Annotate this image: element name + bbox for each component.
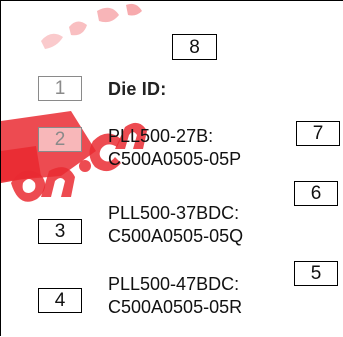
- die-id-part-1: PLL500-27B:: [108, 126, 214, 146]
- die-id-code-2: C500A0505-05Q: [108, 226, 244, 246]
- pad-2: 2: [38, 127, 82, 152]
- pad-1: 1: [38, 76, 82, 101]
- watermark-glyphs: [1, 3, 147, 202]
- pad-4-label: 4: [54, 290, 66, 311]
- pad-4: 4: [38, 288, 82, 313]
- die-id-part-2: PLL500-37BDC:: [108, 203, 240, 223]
- pad-6: 6: [294, 181, 338, 206]
- die-id-code-3: C500A0505-05R: [108, 297, 243, 317]
- die-id-code-1: C500A0505-05P: [108, 149, 242, 169]
- pad-1-label: 1: [54, 78, 66, 99]
- die-id-part-3: PLL500-47BDC:: [108, 274, 240, 294]
- pad-7: 7: [296, 121, 340, 146]
- pad-2-label: 2: [54, 129, 66, 150]
- pad-6-label: 6: [310, 183, 322, 204]
- die-id-label: Die ID:: [108, 79, 167, 99]
- pad-3: 3: [38, 219, 82, 244]
- pad-5: 5: [294, 261, 338, 286]
- pad-5-label: 5: [310, 263, 322, 284]
- pad-3-label: 3: [54, 221, 66, 242]
- pad-8: 8: [172, 34, 217, 60]
- pad-7-label: 7: [312, 123, 324, 144]
- pad-8-label: 8: [189, 36, 200, 58]
